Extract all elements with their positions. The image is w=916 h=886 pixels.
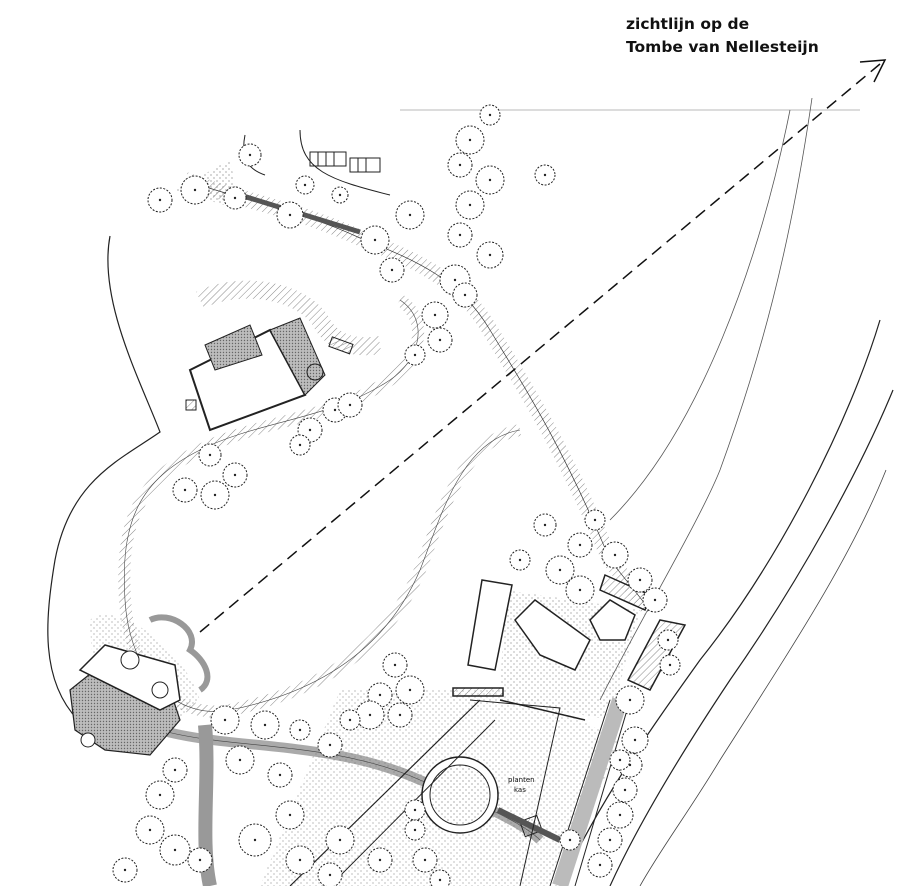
- greenhouse-label-line2: kas: [514, 786, 526, 794]
- tree-trunk-dot: [413, 828, 417, 832]
- sightline-annotation: zichtlijn op de Tombe van Nellesteijn: [626, 13, 906, 59]
- tree-trunk-dot: [193, 188, 197, 192]
- tree-trunk-dot: [398, 713, 402, 717]
- tree-trunk-dot: [623, 788, 627, 792]
- tree-trunk-dot: [618, 813, 622, 817]
- tree-trunk-dot: [333, 408, 337, 412]
- tree-trunk-dot: [668, 663, 672, 667]
- tree-trunk-dot: [158, 793, 162, 797]
- parking-spaces: [243, 129, 391, 196]
- tree-trunk-dot: [233, 196, 237, 200]
- tree-trunk-dot: [598, 863, 602, 867]
- tree-trunk-dot: [413, 808, 417, 812]
- tree-trunk-dot: [223, 718, 227, 722]
- tree-trunk-dot: [618, 758, 622, 762]
- tree-trunk-dot: [390, 268, 394, 272]
- manor-house: [185, 317, 354, 432]
- tree-trunk-dot: [198, 858, 202, 862]
- sightline-arrow: [199, 59, 887, 633]
- tree-trunk-dot: [593, 518, 597, 522]
- tree-trunk-dot: [278, 773, 282, 777]
- tree-trunk-dot: [613, 553, 617, 557]
- tree-trunk-dot: [248, 153, 252, 157]
- tree-trunk-dot: [263, 723, 267, 727]
- tree-canopy: [429, 869, 451, 886]
- tree-trunk-dot: [348, 403, 352, 407]
- tree-trunk-dot: [173, 768, 177, 772]
- tree-trunk-dot: [608, 838, 612, 842]
- tree-trunk-dot: [453, 278, 457, 282]
- tree-trunk-dot: [308, 428, 312, 432]
- tree-trunk-dot: [288, 813, 292, 817]
- tree-trunk-dot: [368, 713, 372, 717]
- tree-trunk-dot: [653, 598, 657, 602]
- tree-trunk-dot: [183, 488, 187, 492]
- annotation-line-1: zichtlijn op de: [626, 15, 750, 33]
- tree-trunk-dot: [393, 663, 397, 667]
- tree-trunk-dot: [253, 838, 257, 842]
- tree-trunk-dot: [488, 253, 492, 257]
- tree-trunk-dot: [543, 173, 547, 177]
- tree-trunk-dot: [348, 718, 352, 722]
- tree-trunk-dot: [578, 543, 582, 547]
- tree-trunk-dot: [238, 758, 242, 762]
- tree-trunk-dot: [338, 838, 342, 842]
- tree-trunk-dot: [173, 848, 177, 852]
- tree-trunk-dot: [666, 638, 670, 642]
- tree-trunk-dot: [298, 858, 302, 862]
- tree-trunk-dot: [373, 238, 377, 242]
- tree-trunk-dot: [413, 353, 417, 357]
- greenhouse-label-line1: planten: [508, 776, 535, 784]
- tree-trunk-dot: [208, 453, 212, 457]
- villa-building: [69, 614, 211, 756]
- annotation-line-2: Tombe van Nellesteijn: [626, 38, 819, 56]
- tree-trunk-dot: [423, 858, 427, 862]
- tree-trunk-dot: [303, 183, 307, 187]
- tree-trunk-dot: [488, 178, 492, 182]
- tree-trunk-dot: [298, 728, 302, 732]
- tree-trunk-dot: [458, 233, 462, 237]
- tree-trunk-dot: [298, 443, 302, 447]
- tree-trunk-dot: [638, 578, 642, 582]
- tree-trunk-dot: [233, 473, 237, 477]
- tree-trunk-dot: [338, 193, 342, 197]
- tree-trunk-dot: [463, 293, 467, 297]
- greenhouse-circle: [421, 756, 562, 843]
- tree-trunk-dot: [468, 203, 472, 207]
- tree-trunk-dot: [558, 568, 562, 572]
- tree-trunk-dot: [148, 828, 152, 832]
- tree-trunk-dot: [288, 213, 292, 217]
- tree-trunk-dot: [543, 523, 547, 527]
- tree-group: [112, 104, 681, 886]
- tree-trunk-dot: [328, 873, 332, 877]
- tree-trunk-dot: [378, 858, 382, 862]
- tree-trunk-dot: [408, 688, 412, 692]
- tree-trunk-dot: [518, 558, 522, 562]
- tree-trunk-dot: [328, 743, 332, 747]
- tree-trunk-dot: [628, 698, 632, 702]
- tree-trunk-dot: [438, 338, 442, 342]
- tree-trunk-dot: [378, 693, 382, 697]
- tree-trunk-dot: [633, 738, 637, 742]
- tree-trunk-dot: [408, 213, 412, 217]
- tree-trunk-dot: [213, 493, 217, 497]
- boundary-lines: [47, 97, 894, 886]
- tree-trunk-dot: [578, 588, 582, 592]
- tree-trunk-dot: [468, 138, 472, 142]
- tree-trunk-dot: [458, 163, 462, 167]
- tree-trunk-dot: [438, 878, 442, 882]
- tree-trunk-dot: [158, 198, 162, 202]
- tree-trunk-dot: [488, 113, 492, 117]
- tree-trunk-dot: [433, 313, 437, 317]
- tree-trunk-dot: [123, 868, 127, 872]
- tree-trunk-dot: [568, 838, 572, 842]
